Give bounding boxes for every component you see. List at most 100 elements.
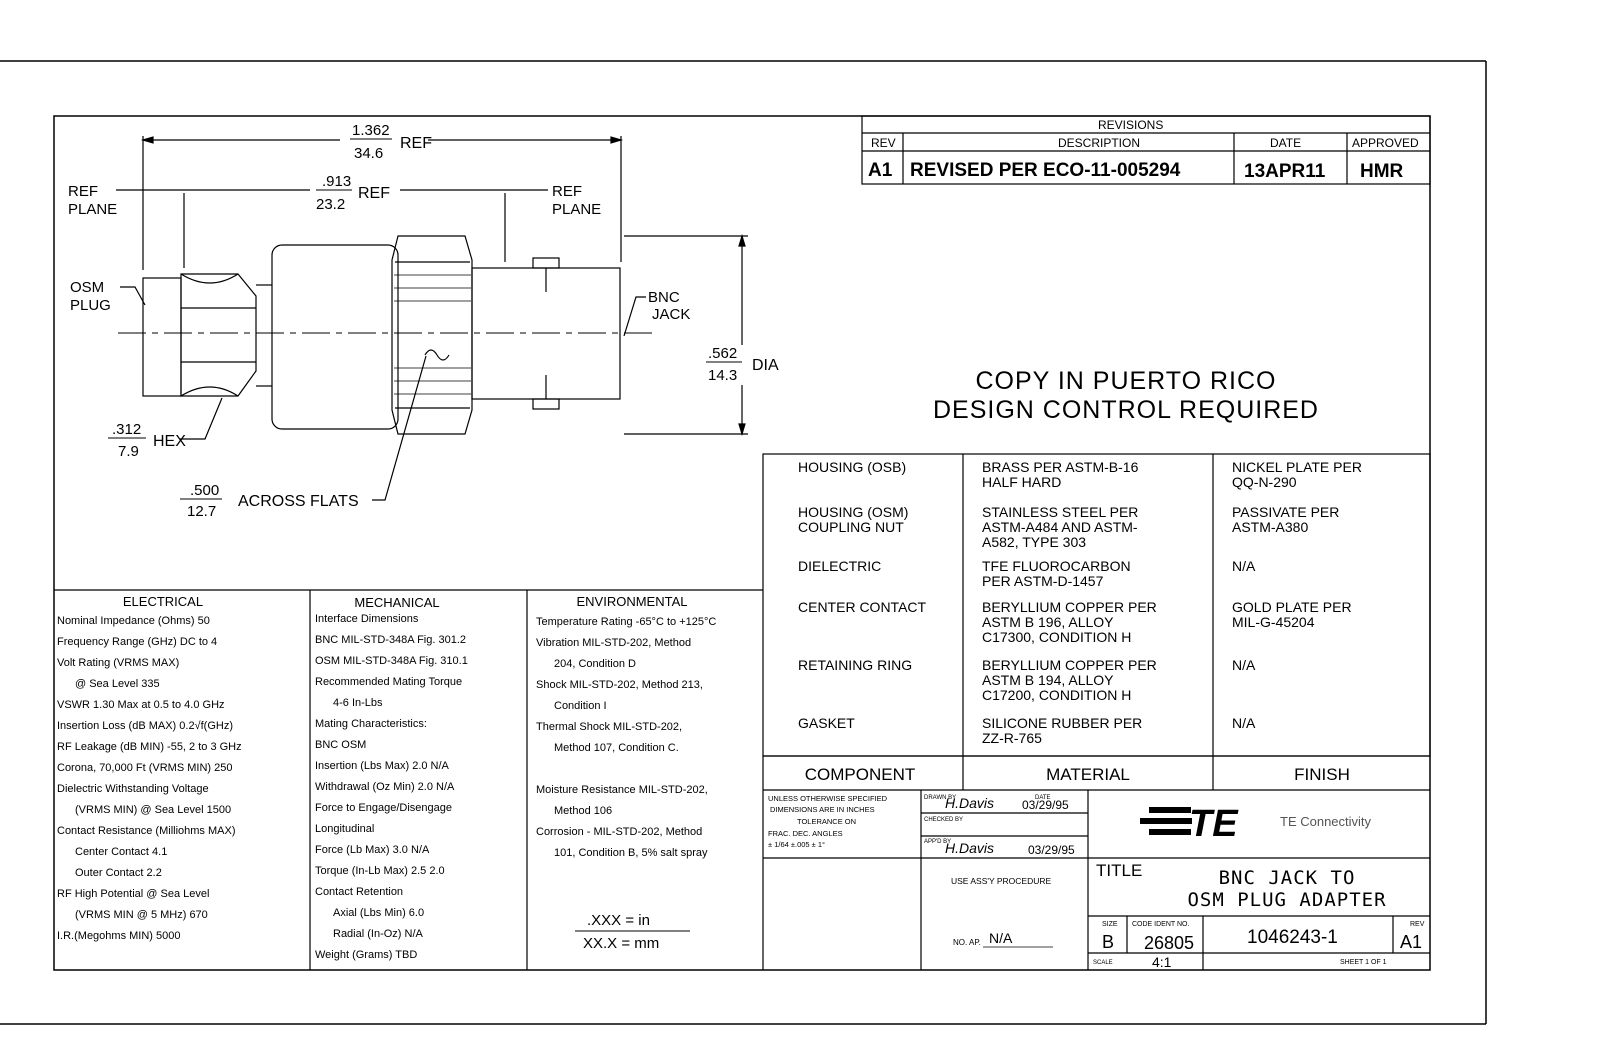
environmental-spec-line: Corrosion - MIL-STD-202, Method xyxy=(536,826,702,838)
rev-header-approved: APPROVED xyxy=(1352,136,1419,150)
environmental-spec-line: Condition I xyxy=(554,700,607,712)
electrical-spec-line: Outer Contact 2.2 xyxy=(75,867,162,879)
date-label: DATE xyxy=(1035,795,1051,801)
ref-plane-right-2: PLANE xyxy=(552,201,601,218)
mechanical-spec-line: Torque (In-Lb Max) 2.5 2.0 xyxy=(315,865,445,877)
electrical-title: ELECTRICAL xyxy=(123,594,203,609)
rev-row-rev: A1 xyxy=(868,160,893,181)
notice-line-1: COPY IN PUERTO RICO xyxy=(975,367,1276,395)
bom-material-3: BERYLLIUM COPPER PER xyxy=(982,599,1157,615)
mechanical-spec-line: Longitudinal xyxy=(315,823,374,835)
mechanical-spec-line: Contact Retention xyxy=(315,886,403,898)
ref-plane-left-1: REF xyxy=(68,183,98,200)
dim-hex-suffix: HEX xyxy=(153,433,186,450)
bom-material-4: C17200, CONDITION H xyxy=(982,687,1131,703)
bom-finish-1: ASTM-A380 xyxy=(1232,519,1308,535)
environmental-spec-line: Thermal Shock MIL-STD-202, xyxy=(536,721,682,733)
ref-plane-right-1: REF xyxy=(552,183,582,200)
notice-line-2: DESIGN CONTROL REQUIRED xyxy=(933,396,1319,424)
bom-finish-0: QQ-N-290 xyxy=(1232,474,1297,490)
bom-material-1: A582, TYPE 303 xyxy=(982,534,1086,550)
bom-component-1: HOUSING (OSM) xyxy=(798,504,908,520)
electrical-spec-line: @ Sea Level 335 xyxy=(75,678,160,690)
bom-material-4: BERYLLIUM COPPER PER xyxy=(982,657,1157,673)
electrical-spec-line: Nominal Impedance (Ohms) 50 xyxy=(57,615,210,627)
scale-label: SCALE xyxy=(1093,960,1113,966)
rev-label: REV xyxy=(1410,921,1425,928)
dim-dia-suffix: DIA xyxy=(752,357,779,374)
sheet-number: SHEET 1 OF 1 xyxy=(1340,959,1387,966)
bom-material-2: PER ASTM-D-1457 xyxy=(982,573,1104,589)
title-label: TITLE xyxy=(1096,861,1142,880)
part-number: 1046243-1 xyxy=(1247,927,1338,948)
title-block: UNLESS OTHERWISE SPECIFIED DIMENSIONS AR… xyxy=(763,790,1430,970)
dimension-labels: 1.362 34.6 REF .913 23.2 REF REF PLANE R… xyxy=(68,122,779,520)
environmental-title: ENVIRONMENTAL xyxy=(577,594,688,609)
bom-material-0: BRASS PER ASTM-B-16 xyxy=(982,459,1139,475)
bom-finish-2: N/A xyxy=(1232,558,1256,574)
mechanical-spec-line: 4-6 In-Lbs xyxy=(333,697,383,709)
mechanical-spec-line: Weight (Grams) TBD xyxy=(315,949,417,961)
mechanical-spec-line: BNC MIL-STD-348A Fig. 301.2 xyxy=(315,634,466,646)
mechanical-spec-line: Axial (Lbs Min) 6.0 xyxy=(333,907,424,919)
tolerance-note: UNLESS OTHERWISE SPECIFIED DIMENSIONS AR… xyxy=(768,794,888,849)
mechanical-spec-line: Force (Lb Max) 3.0 N/A xyxy=(315,844,430,856)
bom-material-4: ASTM B 194, ALLOY xyxy=(982,672,1114,688)
title-line-2: OSM PLUG ADAPTER xyxy=(1187,889,1386,911)
mechanical-title: MECHANICAL xyxy=(354,595,439,610)
environmental-spec-line: Temperature Rating -65°C to +125°C xyxy=(536,616,716,628)
bom-material-0: HALF HARD xyxy=(982,474,1061,490)
svg-text:TOLERANCE ON: TOLERANCE ON xyxy=(797,817,856,826)
rev-header-rev: REV xyxy=(871,136,896,150)
environmental-spec-line: Moisture Resistance MIL-STD-202, xyxy=(536,784,708,796)
bom-finish-3: GOLD PLATE PER xyxy=(1232,599,1352,615)
dim-flats-in: .500 xyxy=(190,482,219,499)
mechanical-spec-line: Insertion (Lbs Max) 2.0 N/A xyxy=(315,760,450,772)
electrical-spec-line: (VRMS MIN @ 5 MHz) 670 xyxy=(75,909,208,921)
environmental-spec-line: 204, Condition D xyxy=(554,658,636,670)
company-name: TE Connectivity xyxy=(1280,814,1372,829)
size-value: B xyxy=(1102,932,1114,952)
dim-hex-mm: 7.9 xyxy=(118,443,139,460)
mechanical-spec-line: BNC OSM xyxy=(315,739,366,751)
bom-finish-3: MIL-G-45204 xyxy=(1232,614,1315,630)
svg-text:UNLESS OTHERWISE SPECIFIED: UNLESS OTHERWISE SPECIFIED xyxy=(768,794,888,803)
osm-plug-label-2: PLUG xyxy=(70,297,111,314)
bom-material-3: ASTM B 196, ALLOY xyxy=(982,614,1114,630)
title-line-1: BNC JACK TO xyxy=(1219,867,1356,889)
electrical-spec-line: Frequency Range (GHz) DC to 4 xyxy=(57,636,217,648)
bom-component-4: RETAINING RING xyxy=(798,657,912,673)
dim-ref-ref: REF xyxy=(358,185,390,202)
appd-by-signature: H.Davis xyxy=(945,840,994,856)
appd-date: 03/29/95 xyxy=(1028,843,1075,857)
drawn-by-label: DRAWN BY xyxy=(924,795,956,801)
ref-plane-left-2: PLANE xyxy=(68,201,117,218)
bom-finish-5: N/A xyxy=(1232,715,1256,731)
mechanical-spec-line: Interface Dimensions xyxy=(315,613,419,625)
dim-flats-suffix: ACROSS FLATS xyxy=(238,493,359,510)
appd-by-label: APP'D BY xyxy=(924,839,951,845)
rev-row-description: REVISED PER ECO-11-005294 xyxy=(910,160,1181,181)
bom-material-1: ASTM-A484 AND ASTM- xyxy=(982,519,1138,535)
electrical-spec-line: VSWR 1.30 Max at 0.5 to 4.0 GHz xyxy=(57,699,225,711)
environmental-spec-line: Shock MIL-STD-202, Method 213, xyxy=(536,679,703,691)
environmental-spec-line: Vibration MIL-STD-202, Method xyxy=(536,637,691,649)
units-mm: XX.X = mm xyxy=(583,935,659,952)
page-frame xyxy=(0,60,1487,1025)
bom-header-finish: FINISH xyxy=(1294,765,1350,784)
electrical-spec-line: Corona, 70,000 Ft (VRMS MIN) 250 xyxy=(57,762,232,774)
electrical-spec-line: (VRMS MIN) @ Sea Level 1500 xyxy=(75,804,231,816)
bom-component-0: HOUSING (OSB) xyxy=(798,459,906,475)
mechanical-spec-line: OSM MIL-STD-348A Fig. 310.1 xyxy=(315,655,468,667)
environmental-spec-line: Method 107, Condition C. xyxy=(554,742,679,754)
rev-header-description: DESCRIPTION xyxy=(1058,136,1140,150)
rev-row-approved: HMR xyxy=(1360,161,1404,182)
bom-header-material: MATERIAL xyxy=(1046,765,1130,784)
dim-flats-mm: 12.7 xyxy=(187,503,216,520)
revisions-table: REVISIONS REV DESCRIPTION DATE APPROVED … xyxy=(861,115,1431,185)
environmental-spec-line: 101, Condition B, 5% salt spray xyxy=(554,847,708,859)
checked-by-label: CHECKED BY xyxy=(924,817,963,823)
dim-ref-mm: 23.2 xyxy=(316,196,345,213)
te-logo-icon: TE xyxy=(1140,803,1239,845)
